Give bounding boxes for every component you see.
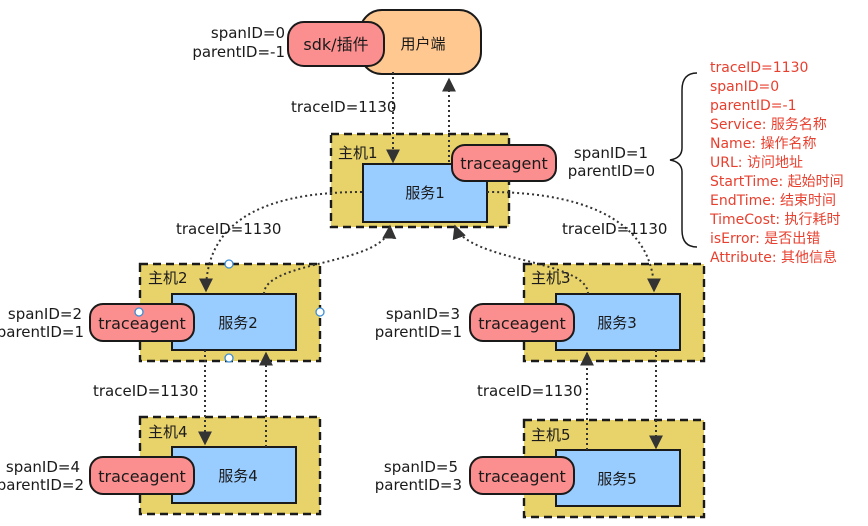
service-2-label: 服务2 [218,314,258,332]
host-2-parent-id: parentID=1 [0,323,84,341]
service-3-label: 服务3 [597,314,637,332]
selection-handle-top[interactable] [224,259,234,269]
host-2-span-id: spanID=2 [8,305,82,323]
client-span-id: spanID=0 [211,24,285,42]
span-field-line: traceID=1130 [710,60,808,76]
traceagent-4 [89,456,195,495]
span-fields-list: traceID=1130 spanID=0 parentID=-1Service: … [709,60,844,266]
traceagent-1 [451,144,557,182]
client-label: 用户端 [400,35,445,53]
host-3-span-id: spanID=3 [386,305,460,323]
trace-id-label-service-5: traceID=1130 [477,382,582,400]
traceagent-1-label: traceagent [460,154,548,173]
span-field-line: isError: 是否出错 [710,231,820,247]
return-arrow-service-2-to-service-1 [263,224,397,295]
host-3-parent-id: parentID=1 [375,323,462,341]
host-4-span-id: spanID=4 [6,458,80,476]
traceagent-3 [469,303,575,342]
service-5 [555,449,681,507]
host-4-parent-id: parentID=2 [0,476,84,494]
host-5-span-id: spanID=5 [384,458,458,476]
traceagent-3-label: traceagent [478,314,566,333]
service-1-label: 服务1 [405,184,445,202]
trace-id-label-right: traceID=1130 [562,220,667,238]
host-4-label: 主机4 [148,423,188,441]
host-5-label: 主机5 [531,426,571,444]
host-2-label: 主机2 [148,269,188,287]
span-fields-brace [669,72,698,248]
span-field-line: Name: 操作名称 [710,136,816,152]
call-arrow-service-1-to-service-3 [486,191,661,293]
host-1-parent-id: parentID=0 [568,162,655,180]
span-field-line: Attribute: 其他信息 [710,249,837,266]
traceagent-4-label: traceagent [98,467,186,486]
trace-id-label-service-4: traceID=1130 [93,382,198,400]
host-1-label: 主机1 [338,144,378,162]
traceagent-5 [469,456,575,495]
traceagent-2 [89,303,195,342]
trace-id-label-left: traceID=1130 [176,220,281,238]
span-field-line: EndTime: 结束时间 [710,193,836,209]
span-field-line: spanID=0 [710,79,779,95]
span-field-line: URL: 访问地址 [710,155,803,171]
selection-handle-left[interactable] [134,307,144,317]
span-field-line: Service: 服务名称 [710,117,827,133]
host-5-parent-id: parentID=3 [375,476,462,494]
selection-handle-right[interactable] [315,307,325,317]
trace-id-label-client: traceID=1130 [291,98,396,116]
span-field-line: StartTime: 起始时间 [710,174,844,190]
host-1-span-id: spanID=1 [574,144,648,162]
selection-handle-bottom[interactable] [224,353,234,363]
sdk-plugin-box [287,21,385,67]
span-field-line: TimeCost: 执行耗时 [709,212,841,228]
service-5-label: 服务5 [597,470,637,488]
span-field-line: parentID=-1 [710,98,797,114]
traceagent-2-label: traceagent [98,314,186,333]
traceagent-5-label: traceagent [478,467,566,486]
host-3-label: 主机3 [531,269,571,287]
client-parent-id: parentID=-1 [192,43,285,61]
return-arrow-service-3-to-service-1 [452,224,589,295]
sdk-plugin-label: sdk/插件 [303,35,368,54]
service-4-label: 服务4 [218,467,258,485]
